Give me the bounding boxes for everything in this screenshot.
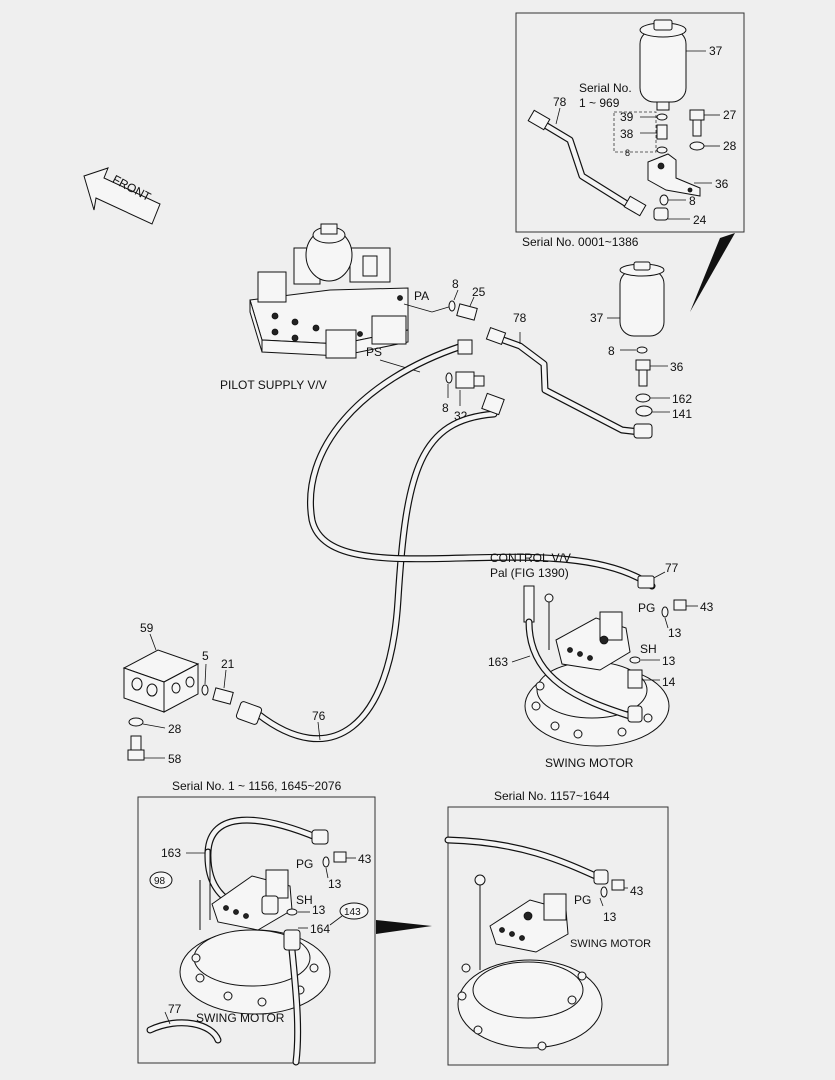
part-13-label-bl-a: 13 [328, 877, 342, 891]
part-36-label-top: 36 [715, 177, 729, 191]
part-27-label: 27 [723, 108, 737, 122]
pointer-triangle-top [690, 233, 735, 312]
part-58-label: 58 [168, 752, 182, 766]
serial-1-1156-label: Serial No. 1 ~ 1156, 1645~2076 [172, 779, 342, 793]
pal-fig-label: Pal (FIG 1390) [490, 566, 569, 580]
swing-motor-label-br: SWING MOTOR [570, 938, 651, 950]
part-38-label: 38 [620, 127, 634, 141]
front-arrow: FRONT [83, 167, 161, 225]
control-vv-label: CONTROL V/V [490, 551, 571, 565]
serial-1-969-label: 1 ~ 969 [579, 96, 620, 110]
part-8-label-ps: 8 [442, 401, 449, 415]
part-78-label-top: 78 [553, 95, 567, 109]
part-77-label-main: 77 [665, 561, 679, 575]
callout-98 [149, 871, 173, 889]
pa-port-label: PA [414, 289, 429, 303]
part-76-label: 76 [312, 709, 326, 723]
swing-motor-label-main: SWING MOTOR [545, 756, 634, 770]
part-21-label: 21 [221, 657, 235, 671]
pilot-supply-valve: PILOT SUPPLY V/V PA PS [220, 223, 453, 392]
part-13-label-bl-b: 13 [312, 903, 326, 917]
part-24-label: 24 [693, 213, 707, 227]
part-13-label-main-a: 13 [668, 626, 682, 640]
accumulator-37-top: 37 [639, 19, 723, 111]
swing-motor-label-bl: SWING MOTOR [196, 1011, 285, 1025]
pilot-supply-label: PILOT SUPPLY V/V [220, 378, 327, 392]
part-37-label-main: 37 [590, 311, 604, 325]
part-5-label: 5 [202, 649, 209, 663]
part-143-label: 143 [344, 907, 361, 918]
part-77-label-bl: 77 [168, 1002, 182, 1016]
part-13-label-main-b: 13 [662, 654, 676, 668]
detail-box-serial-1157-1644: Serial No. 1157~1644 43 PG 13 SWING MOTO… [444, 789, 669, 1066]
part-13-label-br: 13 [603, 910, 617, 924]
part-39-label: 39 [620, 110, 634, 124]
sh-label-bl: SH [296, 893, 313, 907]
part-43-label-br: 43 [630, 884, 644, 898]
part-8-label-top-a: 8 [625, 148, 630, 158]
pg-label-br: PG [574, 893, 591, 907]
part-8-label-top-b: 8 [689, 194, 696, 208]
part-163-label-bl: 163 [161, 846, 181, 860]
part-43-label-main: 43 [700, 600, 714, 614]
sh-label-main: SH [640, 642, 657, 656]
block-59-assembly: 59 5 21 28 58 [122, 621, 263, 766]
serial-0001-1386-label: Serial No. 0001~1386 [522, 235, 639, 249]
part-141-label: 141 [672, 407, 692, 421]
part-59-label: 59 [140, 621, 154, 635]
pg-label-main: PG [638, 601, 655, 615]
part-14-label-main: 14 [662, 675, 676, 689]
part-98-label: 98 [154, 876, 166, 887]
part-28-label-main: 28 [168, 722, 182, 736]
part-8-label-pa: 8 [452, 277, 459, 291]
part-164-label: 164 [310, 922, 330, 936]
accumulator-37-main: 37 8 36 162 141 [590, 261, 692, 421]
ps-port-label: PS [366, 345, 382, 359]
part-43-label-bl: 43 [358, 852, 372, 866]
hoses: 78 76 77 [254, 311, 679, 743]
pointer-triangle-bottom [376, 920, 432, 934]
part-162-label: 162 [672, 392, 692, 406]
serial-no-label: Serial No. [579, 81, 632, 95]
part-163-label-main: 163 [488, 655, 508, 669]
detail-box-serial-0001-1386: 37 Serial No. 1 ~ 969 39 38 8 27 28 36 [515, 12, 745, 249]
part-37-label: 37 [709, 44, 723, 58]
swing-motor-main: CONTROL V/V Pal (FIG 1390) SWING MOTOR 4… [488, 551, 714, 770]
callout-143 [339, 902, 369, 920]
detail-box-serial-1-1156: Serial No. 1 ~ 1156, 1645~2076 163 98 43… [137, 779, 376, 1066]
part-28-label-top: 28 [723, 139, 737, 153]
serial-1157-1644-label: Serial No. 1157~1644 [494, 789, 610, 803]
pg-label-bl: PG [296, 857, 313, 871]
part-25-label: 25 [472, 285, 486, 299]
part-36-label-main: 36 [670, 360, 684, 374]
part-8-label-acc: 8 [608, 344, 615, 358]
part-78-label-main: 78 [513, 311, 527, 325]
